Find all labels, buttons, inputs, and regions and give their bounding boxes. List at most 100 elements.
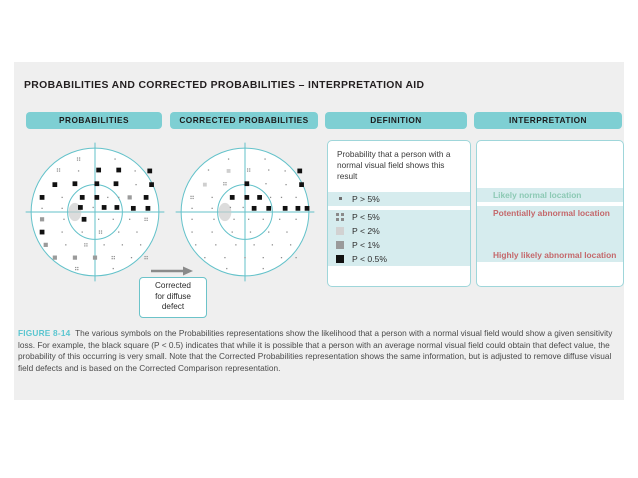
black-square-symbol — [113, 181, 119, 187]
black-square-symbol — [304, 205, 310, 211]
quad-dots-icon — [336, 212, 352, 221]
interpretation-card: Likely normal location Potentially abnor… — [476, 140, 624, 287]
tiny-dot-symbol — [130, 256, 133, 259]
tiny-dot-symbol — [61, 207, 63, 209]
quad-dot-symbol — [75, 269, 77, 271]
tiny-dot-symbol — [295, 256, 297, 259]
light-gray-square-icon — [336, 226, 352, 235]
quad-dot-symbol — [100, 230, 103, 232]
black-square-symbol — [78, 205, 83, 210]
interpretation-row-potential: Potentially abnormal location — [477, 206, 623, 220]
quad-dot-symbol — [146, 255, 148, 258]
quad-dot-symbol — [84, 243, 86, 245]
tiny-dot-symbol — [92, 206, 94, 209]
tiny-dot-symbol — [253, 244, 255, 246]
definition-band-gap — [328, 205, 470, 210]
column-header-definition: DEFINITION — [325, 112, 467, 129]
tiny-dot-symbol — [107, 196, 109, 199]
tiny-dot-symbol — [284, 170, 286, 172]
black-square-symbol — [101, 205, 107, 210]
tiny-dot-symbol — [285, 183, 287, 186]
black-square-symbol — [143, 195, 149, 200]
tiny-dot-symbol — [213, 218, 215, 220]
quad-dot-symbol — [77, 266, 79, 269]
tiny-dot-symbol — [114, 158, 116, 160]
black-square-symbol — [149, 182, 154, 187]
right-arrow-icon — [151, 266, 193, 276]
column-header-corrected-probabilities: CORRECTED PROBABILITIES — [170, 112, 318, 129]
black-square-symbol — [282, 205, 288, 211]
tiny-dot-symbol — [235, 244, 237, 246]
quad-dot-symbol — [56, 170, 59, 172]
symbol-layer — [39, 157, 154, 271]
interpretation-label: Likely normal location — [493, 190, 582, 200]
tiny-dot-symbol — [81, 231, 83, 233]
tiny-dot-symbol — [204, 256, 206, 259]
definition-intro: Probability that a person with a normal … — [337, 149, 451, 182]
quad-dot-symbol — [146, 219, 148, 221]
black-square-symbol — [39, 229, 45, 235]
mid-gray-square-symbol — [39, 217, 45, 222]
interpretation-label: Highly likely abnormal location — [493, 250, 617, 260]
quad-dot-symbol — [111, 255, 113, 258]
quad-dot-symbol — [76, 159, 79, 161]
quad-dot-symbol — [86, 243, 88, 245]
tiny-dot-symbol — [207, 169, 210, 171]
tiny-dot-symbol — [229, 206, 232, 209]
interpretation-band-gap — [477, 202, 623, 206]
tiny-dot-symbol — [280, 196, 283, 199]
tiny-dot-symbol — [295, 196, 297, 199]
light-gray-square-symbol — [226, 169, 231, 173]
tiny-dot-symbol — [63, 218, 65, 220]
mid-gray-square-symbol — [127, 195, 132, 200]
mid-gray-square-icon — [336, 240, 352, 249]
definition-row-p-lt-5: P < 5% — [328, 210, 470, 224]
quad-dot-symbol — [146, 217, 148, 219]
quad-dot-symbol — [84, 245, 86, 247]
quad-dot-symbol — [144, 217, 146, 219]
tiny-dot-symbol — [61, 196, 63, 199]
quad-dot-symbol — [100, 232, 103, 234]
quad-dot-symbol — [56, 168, 59, 170]
tiny-dot-symbol — [264, 158, 266, 160]
blind-spot-marker — [218, 202, 232, 222]
definition-row-p-lt-1: P < 1% — [328, 238, 470, 252]
interpretation-band-normal: Likely normal location — [477, 188, 623, 202]
black-square-symbol — [266, 205, 272, 211]
black-square-icon — [336, 254, 352, 263]
tiny-dot-symbol — [41, 207, 43, 209]
black-square-symbol — [244, 181, 250, 187]
tiny-dot-symbol — [262, 256, 264, 259]
quad-dot-symbol — [190, 197, 192, 200]
black-square-symbol — [299, 182, 304, 187]
interpretation-row-normal: Likely normal location — [477, 188, 623, 202]
tiny-dot-symbol — [139, 244, 142, 246]
interpretation-row-highly-likely: Highly likely abnormal location — [477, 248, 623, 262]
definition-row-label: P < 1% — [352, 239, 380, 250]
tiny-dot-symbol — [226, 267, 228, 270]
definition-row-p-lt-2: P < 2% — [328, 224, 470, 238]
black-square-symbol — [297, 168, 303, 174]
corrected-note-line1: Corrected — [155, 281, 191, 290]
quad-dot-symbol — [98, 232, 101, 234]
tiny-dot-symbol — [135, 183, 137, 186]
tiny-dot-symbol — [248, 218, 250, 220]
definition-row-label: P < 2% — [352, 225, 380, 236]
interpretation-label: Potentially abnormal location — [493, 208, 610, 218]
quad-dot-symbol — [190, 195, 192, 197]
tiny-dot-symbol — [121, 244, 124, 246]
probabilities-plot-svg — [25, 142, 165, 282]
tiny-dot-symbol — [211, 196, 213, 199]
quad-dot-symbol — [225, 184, 227, 186]
tiny-dot-symbol — [271, 244, 274, 246]
quad-dot-symbol — [225, 182, 227, 184]
tiny-dot-symbol — [268, 169, 270, 171]
corrected-note-line2: for diffuse — [155, 291, 191, 301]
tiny-dot-symbol — [77, 170, 80, 172]
figure-caption: FIGURE 8-14 The various symbols on the P… — [18, 328, 622, 374]
black-square-symbol — [72, 181, 78, 187]
figure-caption-text: The various symbols on the Probabilities… — [18, 328, 613, 373]
figure-label: FIGURE 8-14 — [18, 328, 71, 338]
tiny-dot-symbol — [136, 231, 138, 233]
